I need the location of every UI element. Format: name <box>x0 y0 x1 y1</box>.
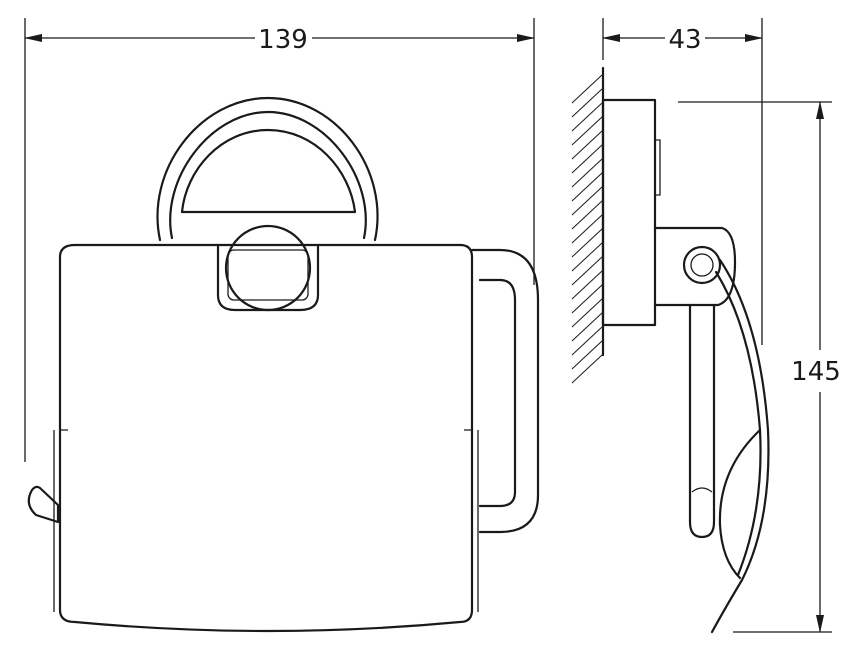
hatch-line <box>571 144 603 174</box>
hatch-line <box>571 326 603 356</box>
hatch-line <box>571 74 603 104</box>
arm-block <box>653 226 737 307</box>
cover-bulge <box>718 428 762 580</box>
hinge-knob <box>224 224 312 312</box>
hatch-line <box>571 256 603 286</box>
hatch-line <box>571 102 603 132</box>
roll-rod <box>688 303 716 539</box>
hatch-line <box>571 354 603 384</box>
hatch-line <box>571 186 603 216</box>
pivot-inner <box>690 253 714 277</box>
side-handle-outer <box>470 248 540 534</box>
hatch-line <box>571 130 603 160</box>
base-plate-step <box>655 139 661 196</box>
hatch-line <box>571 172 603 202</box>
hatch-line <box>571 242 603 272</box>
hatch-line <box>571 312 603 342</box>
side-view <box>571 66 770 634</box>
hatch-line <box>571 298 603 328</box>
depth-label: 43 <box>668 25 701 55</box>
height-label: 145 <box>791 357 841 387</box>
depth-dimension: 43 <box>602 18 763 345</box>
ring-opening <box>180 128 357 214</box>
hatch-line <box>571 228 603 258</box>
hatch-line <box>571 88 603 118</box>
side-handle-inner <box>478 278 517 508</box>
height-dimension: 145 <box>678 101 841 633</box>
hatch-line <box>571 200 603 230</box>
rod-end-cap <box>691 487 713 493</box>
hatch-line <box>571 340 603 370</box>
mounting-ring <box>156 96 379 242</box>
hatch-line <box>571 116 603 146</box>
width-label: 139 <box>258 25 308 55</box>
mounting-ring-inner <box>169 110 367 240</box>
hinge-plate <box>227 249 309 301</box>
base-plate <box>601 98 657 327</box>
wall-hatch <box>571 74 603 384</box>
width-dimension: 139 <box>24 18 535 462</box>
left-lever <box>27 485 60 524</box>
hatch-line <box>571 284 603 314</box>
hatch-line <box>571 158 603 188</box>
hatch-line <box>571 270 603 300</box>
cover-profile-inner <box>714 270 762 577</box>
cover-profile <box>710 258 770 634</box>
cover <box>58 243 474 633</box>
hatch-line <box>571 214 603 244</box>
front-view <box>27 96 540 633</box>
pivot-outer <box>682 245 722 285</box>
